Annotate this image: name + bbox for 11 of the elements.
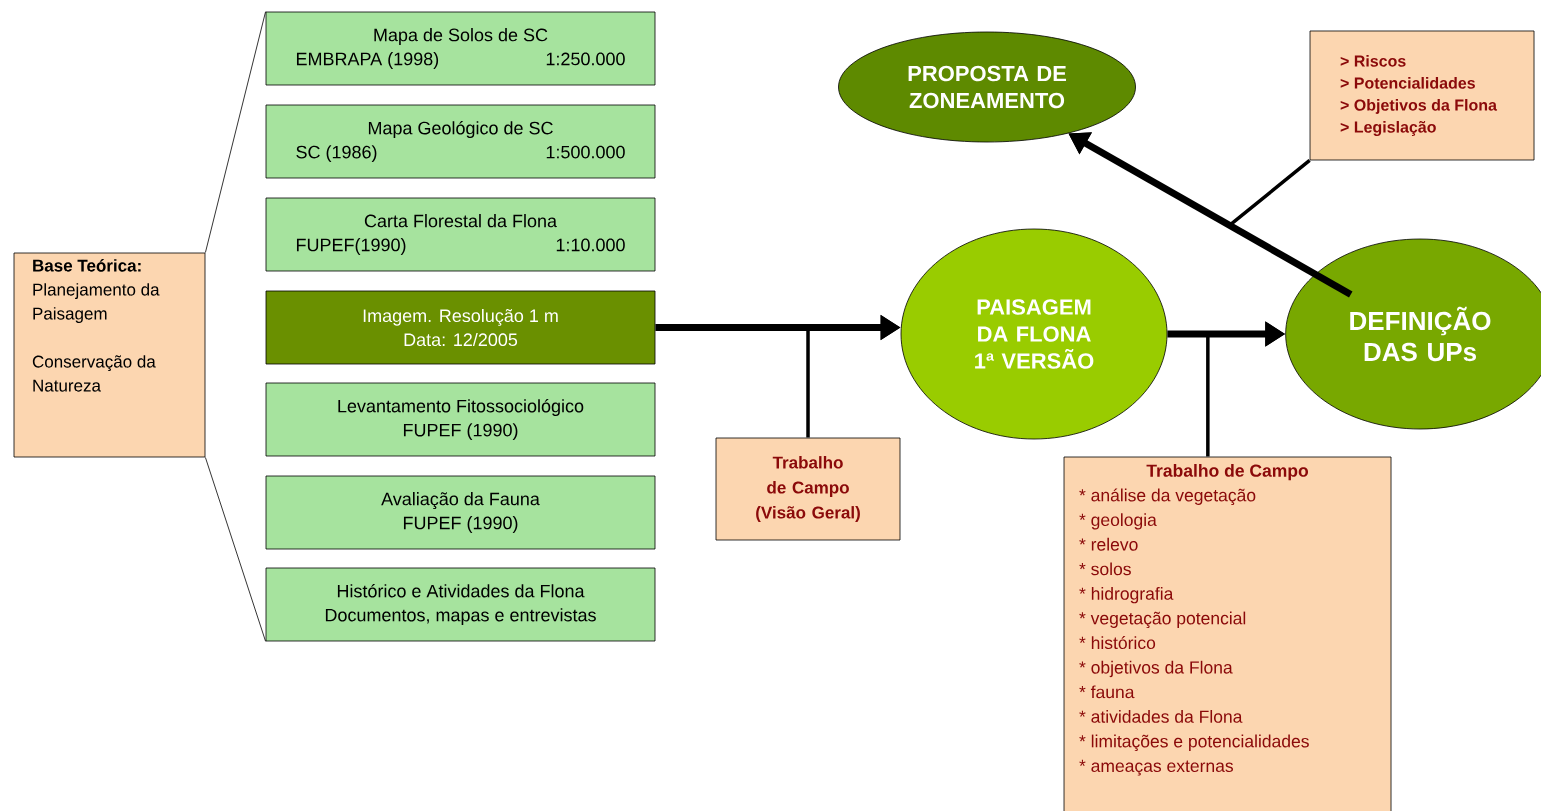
theory-box: Base Teórica: Planejamento da Paisagem Conservação da Natureza <box>13 252 206 458</box>
source-box: Imagem. Resolução 1 m Data: 12/2005 <box>265 290 656 365</box>
source-box: Mapa de Solos de SC EMBRAPA (1998) 1:250.000 <box>265 11 656 86</box>
source-box: Carta Florestal da Flona FUPEF(1990) 1:10.000 <box>265 197 656 272</box>
source-box: Levantamento Fitossociológico FUPEF (1990) <box>265 382 656 457</box>
source-box: Histórico e Atividades da Flona Documentos, mapas e entrevistas <box>265 567 656 642</box>
source-box: Avaliação da Fauna FUPEF (1990) <box>265 475 656 550</box>
criteria-box: > Riscos > Potencialidades > Objetivos da Flona > Legislação <box>1309 30 1535 161</box>
fieldwork-box: Trabalho de Campo (Visão Geral) <box>715 437 901 541</box>
fieldwork-box: Trabalho de Campo * análise da vegetação * geologia * relevo * solos * hidrografia * vegetação potencial * histórico * objetivos da Flona * fauna * atividades da Flona * limitações e potencialidades * ameaças externas <box>1063 456 1392 811</box>
source-box: Mapa Geológico de SC SC (1986) 1:500.000 <box>265 104 656 179</box>
